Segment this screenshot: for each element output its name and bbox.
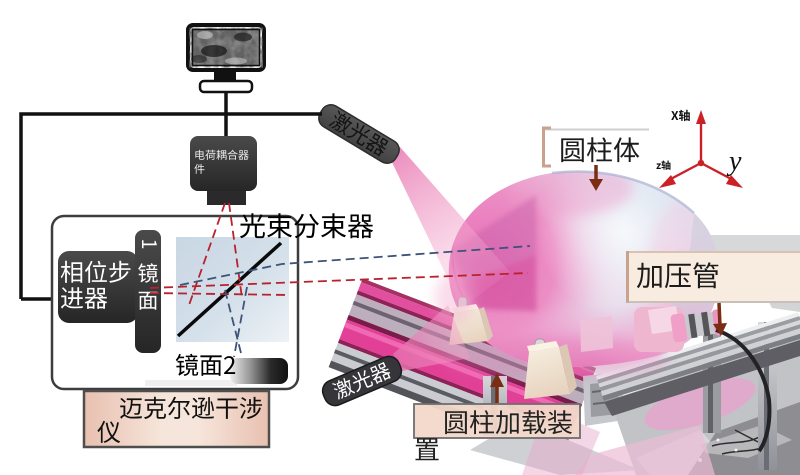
svg-text:y: y bbox=[726, 146, 742, 177]
